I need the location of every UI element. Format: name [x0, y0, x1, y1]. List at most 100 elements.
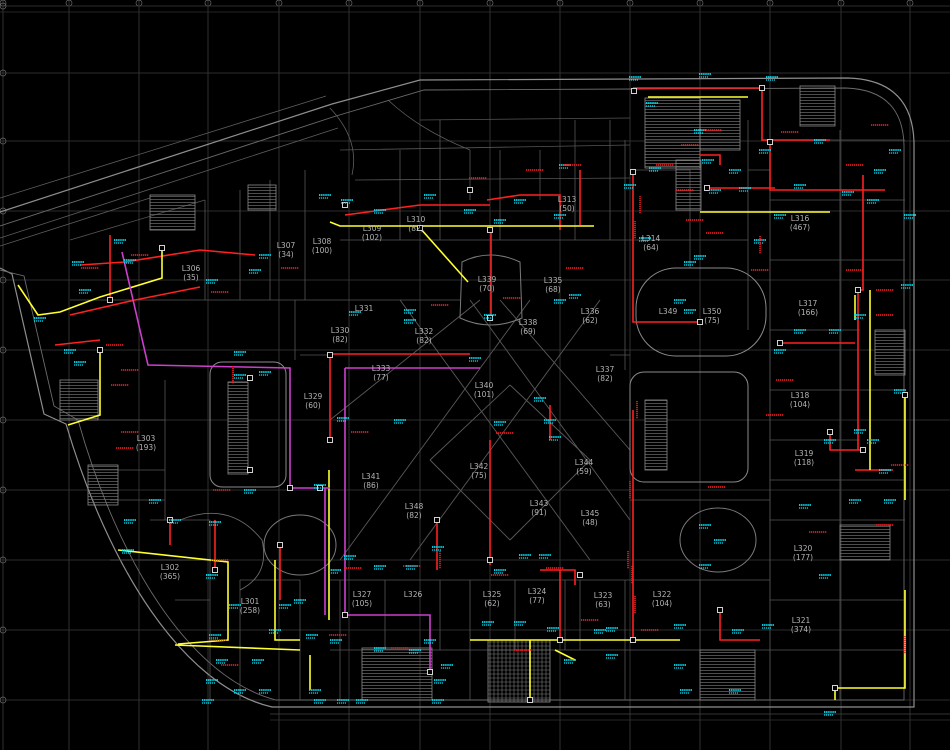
room-area: (365): [160, 572, 180, 581]
circuit-tag-mark: [259, 689, 271, 694]
atrium-line: [499, 299, 631, 451]
room-label: L318(104): [790, 391, 810, 409]
room-label: L316(467): [790, 214, 810, 232]
circuit-tag-mark: [867, 199, 879, 204]
room-area: (104): [790, 400, 810, 409]
distribution-panel-symbol: [159, 245, 165, 251]
circuit-tag-mark: [72, 261, 84, 266]
room-label: L350(75): [703, 307, 722, 325]
circuit-tag-mark: [309, 689, 321, 694]
distribution-panel-symbol: [697, 319, 703, 325]
room-number: L325: [483, 590, 502, 599]
room-area: (258): [240, 606, 260, 615]
circuit-tag-mark: [374, 647, 386, 652]
circuit-tag-mark: [824, 439, 836, 444]
circuit-tag-mark: [494, 219, 506, 224]
atrium-line: [329, 299, 481, 421]
circuit-tag-mark: [534, 397, 546, 402]
cable-route-yellow: [174, 644, 301, 651]
vertical-cores: [59, 85, 906, 703]
distribution-panel-symbol: [630, 169, 636, 175]
room-label: L340(101): [474, 381, 494, 399]
stair-core: [247, 184, 277, 211]
circuit-tag-mark: [606, 627, 618, 632]
distribution-panel-symbol: [467, 187, 473, 193]
circuit-tag-mark: [901, 284, 913, 289]
cable-route-yellow: [554, 649, 576, 661]
circuit-tag-mark: [314, 699, 326, 704]
room-number: L318: [791, 391, 810, 400]
axis-bubble: [0, 556, 7, 564]
circuit-tag-mark: [114, 239, 126, 244]
circuit-tag-mark: [714, 539, 726, 544]
circuit-tag-mark: [79, 289, 91, 294]
room-label: L329(60): [304, 392, 323, 410]
circuit-tag-mark: [149, 499, 161, 504]
room-area: (34): [278, 250, 293, 259]
room-label: L333(77): [372, 364, 391, 382]
room-area: (86): [363, 481, 378, 490]
room-label: L348(82): [405, 502, 424, 520]
circuit-tag-mark: [564, 659, 576, 664]
room-label: L330(82): [331, 326, 350, 344]
distribution-panel-symbol: [427, 669, 433, 675]
stair-core: [699, 649, 756, 701]
room-number: L335: [544, 276, 563, 285]
room-number: L326: [404, 590, 423, 599]
circuit-tag-mark: [879, 469, 891, 474]
circuit-tag-mark: [259, 371, 271, 376]
circuit-tag-mark: [539, 554, 551, 559]
cable-route-yellow: [419, 227, 469, 283]
atrium-void-north: [635, 267, 767, 357]
room-number: L344: [575, 458, 594, 467]
circuit-tag-mark: [494, 421, 506, 426]
atrium-void-south-east: [679, 507, 757, 573]
stair-core: [87, 464, 119, 506]
room-number: L342: [470, 462, 489, 471]
curved-wall: [179, 512, 265, 591]
room-number: L319: [795, 449, 814, 458]
room-area: (35): [183, 273, 198, 282]
cable-route-magenta: [121, 251, 330, 489]
room-number: L341: [362, 472, 381, 481]
room-label: L339(70): [478, 275, 497, 293]
atrium-void-center: [459, 254, 523, 326]
distribution-panel-symbol: [777, 340, 783, 346]
axis-bubble: [0, 416, 7, 424]
axis-bubble: [0, 69, 7, 77]
room-number: L337: [596, 365, 615, 374]
circuit-tag-mark: [554, 299, 566, 304]
room-label: L336(62): [581, 307, 600, 325]
distribution-panel-symbol: [97, 347, 103, 353]
circuit-tag-mark: [482, 621, 494, 626]
room-number: L350: [703, 307, 722, 316]
room-area: (64): [643, 243, 658, 252]
axis-bubble: [0, 626, 7, 634]
circuit-tag-mark: [819, 574, 831, 579]
circuit-tag-mark: [709, 189, 721, 194]
room-number: L317: [799, 299, 818, 308]
distribution-panel-symbol: [855, 287, 861, 293]
circuit-tag-mark: [249, 269, 261, 274]
axis-bubble: [0, 486, 7, 494]
atrium-line: [509, 459, 591, 541]
room-area: (68): [545, 285, 560, 294]
room-label: L326: [404, 590, 423, 599]
room-label: L313(50): [558, 195, 577, 213]
circuit-tag-mark: [854, 429, 866, 434]
circuit-tag-mark: [699, 73, 711, 78]
stair-core: [675, 159, 702, 211]
circuit-tag-mark: [684, 261, 696, 266]
room-label: L323(63): [594, 591, 613, 609]
stair-core: [799, 85, 836, 127]
circuit-tag-mark: [766, 76, 778, 81]
room-label: L319(118): [794, 449, 814, 467]
circuit-tag-mark: [514, 621, 526, 626]
distribution-panel-symbol: [107, 297, 113, 303]
distribution-panel-symbol: [577, 572, 583, 578]
cable-route-yellow: [17, 248, 163, 316]
circuit-tag-mark: [122, 549, 134, 554]
room-number: L316: [791, 214, 810, 223]
